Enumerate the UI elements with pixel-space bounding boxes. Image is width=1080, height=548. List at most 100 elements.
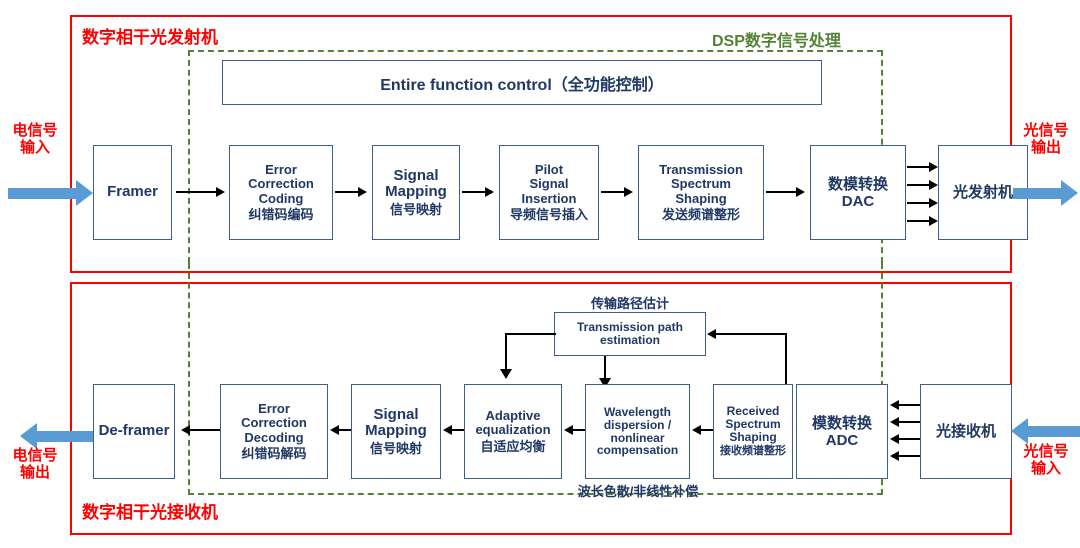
block-ecc-en-line2: Correction xyxy=(248,176,314,192)
electrical-output-label: 电信号 输出 xyxy=(3,447,67,482)
block-signal-mapping-tx[interactable]: Signal Mapping 信号映射 xyxy=(372,145,460,240)
optical-output-label-line1: 光信号 xyxy=(1023,122,1069,139)
wdnc-cn-label: 波长色散/非线性补偿 xyxy=(577,484,699,499)
connector-rss-to-wdnc xyxy=(701,429,715,431)
block-ecc-cn: 纠错码编码 xyxy=(248,206,314,222)
arrow-tpe-to-adaptive xyxy=(500,369,512,379)
electrical-input-label-line2: 输入 xyxy=(19,139,50,157)
entire-function-control-bar[interactable]: Entire function control（全功能控制） xyxy=(222,60,822,105)
arrow-tpe-to-wdnc xyxy=(599,378,611,388)
block-tss-en-line1: Transmission xyxy=(659,162,743,178)
block-wdnc-en-line2: dispersion / xyxy=(603,417,672,432)
block-error-correction-decoding[interactable]: Error Correction Decoding 纠错码解码 xyxy=(220,384,328,479)
block-adc-cn: 模数转换 xyxy=(811,415,872,433)
block-adaptive-equalization[interactable]: Adaptive equalization 自适应均衡 xyxy=(464,384,562,479)
block-rss-en-line3: Shaping xyxy=(729,430,777,445)
block-de-framer-label: De-framer xyxy=(98,422,170,440)
connector-wdnc-to-adaptive xyxy=(573,429,587,431)
connector-dac-to-tx-2 xyxy=(907,184,929,186)
block-transmission-spectrum-shaping[interactable]: Transmission Spectrum Shaping 发送频谱整形 xyxy=(638,145,764,240)
block-ecc-en-line1: Error xyxy=(265,162,297,178)
arrow-rx-to-adc-1 xyxy=(890,400,899,410)
transmitter-section-frame xyxy=(70,15,1012,273)
connector-dac-to-tx-4 xyxy=(907,220,929,222)
block-tss-cn: 发送频谱整形 xyxy=(661,206,740,222)
block-pilot-en-line3: Insertion xyxy=(521,190,577,206)
optical-output-label-line2: 输出 xyxy=(1030,139,1061,157)
connector-tpe-to-wdnc-v xyxy=(604,356,606,378)
block-adaptive-en-line2: equalization xyxy=(475,422,551,438)
connector-framer-to-ecc xyxy=(176,191,216,193)
block-dac[interactable]: 数模转换 DAC xyxy=(810,145,906,240)
block-signal-mapping-rx[interactable]: Signal Mapping 信号映射 xyxy=(351,384,441,479)
arrow-rx-to-adc-4 xyxy=(890,451,899,461)
block-framer-label: Framer xyxy=(107,183,158,201)
electrical-input-label-line1: 电信号 xyxy=(12,122,58,139)
block-adc[interactable]: 模数转换 ADC xyxy=(796,384,888,479)
optical-input-label-line1: 光信号 xyxy=(1023,443,1069,460)
block-ecd-cn: 纠错码解码 xyxy=(241,445,307,461)
arrow-rss-to-wdnc xyxy=(692,425,701,435)
electrical-input-arrow xyxy=(8,180,93,206)
block-pilot-en-line1: Pilot xyxy=(534,162,564,178)
block-ecd-en-line1: Error xyxy=(258,401,290,417)
block-de-framer[interactable]: De-framer xyxy=(93,384,175,479)
block-pilot-cn: 导频信号插入 xyxy=(509,206,588,222)
connector-sm-to-pilot xyxy=(462,191,485,193)
block-signal-mapping-tx-en-line2: Mapping xyxy=(385,183,447,201)
block-ecd-en-line2: Correction xyxy=(241,415,307,431)
block-signal-mapping-tx-en-line1: Signal xyxy=(393,167,439,185)
block-dac-en: DAC xyxy=(841,192,875,210)
arrow-tss-to-dac xyxy=(796,187,805,197)
connector-adaptive-to-sm xyxy=(452,429,466,431)
block-tpe-en-line2: estimation xyxy=(599,333,660,347)
block-optical-receiver[interactable]: 光接收机 xyxy=(920,384,1012,479)
connector-dac-to-tx-1 xyxy=(907,166,929,168)
arrow-ecd-to-de-framer xyxy=(181,425,190,435)
block-error-correction-coding[interactable]: Error Correction Coding 纠错码编码 xyxy=(229,145,333,240)
electrical-output-label-line1: 电信号 xyxy=(12,447,58,464)
arrow-rx-to-adc-2 xyxy=(890,417,899,427)
block-tpe-en-line1: Transmission path xyxy=(576,320,684,335)
block-signal-mapping-tx-cn: 信号映射 xyxy=(389,201,442,217)
connector-rx-to-adc-3 xyxy=(899,438,921,440)
block-tss-en-line3: Shaping xyxy=(675,190,727,206)
block-tss-en-line2: Spectrum xyxy=(671,176,731,192)
arrow-ecc-to-signal-mapping xyxy=(358,187,367,197)
block-transmission-path-estimation[interactable]: Transmission path estimation xyxy=(554,312,706,356)
arrow-wdnc-to-adaptive xyxy=(564,425,573,435)
block-wdnc-en-line3: nonlinear xyxy=(610,430,665,445)
connector-tpe-to-adaptive-h xyxy=(505,333,556,335)
optical-output-label: 光信号 输出 xyxy=(1014,122,1078,157)
connector-rx-to-adc-2 xyxy=(899,421,921,423)
arrow-adaptive-to-sm xyxy=(443,425,452,435)
electrical-output-arrow xyxy=(20,423,95,449)
connector-rx-to-adc-1 xyxy=(899,404,921,406)
dsp-region-receiver xyxy=(188,263,883,495)
block-dac-cn: 数模转换 xyxy=(827,176,888,194)
block-wavelength-dispersion-nonlinear-compensation[interactable]: Wavelength dispersion / nonlinear compen… xyxy=(585,384,690,479)
block-rss-en-line2: Spectrum xyxy=(725,417,781,432)
connector-adc-feedback-h xyxy=(716,333,787,335)
block-adaptive-cn: 自适应均衡 xyxy=(480,438,546,454)
arrow-dac-to-tx-3 xyxy=(929,198,938,208)
block-signal-mapping-rx-en-line1: Signal xyxy=(373,406,419,424)
block-framer[interactable]: Framer xyxy=(93,145,172,240)
transmitter-section-title: 数字相干光发射机 xyxy=(82,28,218,47)
arrow-rx-to-adc-3 xyxy=(890,434,899,444)
electrical-output-label-line2: 输出 xyxy=(19,464,50,482)
block-optical-transmitter[interactable]: 光发射机 xyxy=(938,145,1028,240)
block-pilot-signal-insertion[interactable]: Pilot Signal Insertion 导频信号插入 xyxy=(499,145,599,240)
optical-input-label: 光信号 输入 xyxy=(1014,443,1078,478)
optical-input-label-line2: 输入 xyxy=(1030,460,1061,478)
arrow-pilot-to-tss xyxy=(624,187,633,197)
block-optical-receiver-cn: 光接收机 xyxy=(935,423,996,441)
block-adaptive-en-line1: Adaptive xyxy=(485,408,541,424)
arrow-framer-to-ecc xyxy=(216,187,225,197)
block-signal-mapping-rx-cn: 信号映射 xyxy=(369,440,422,456)
electrical-input-label: 电信号 输入 xyxy=(3,122,67,157)
arrow-sm-to-pilot xyxy=(485,187,494,197)
block-optical-transmitter-cn: 光发射机 xyxy=(952,184,1013,202)
block-received-spectrum-shaping[interactable]: Received Spectrum Shaping 接收频谱整形 xyxy=(713,384,793,479)
